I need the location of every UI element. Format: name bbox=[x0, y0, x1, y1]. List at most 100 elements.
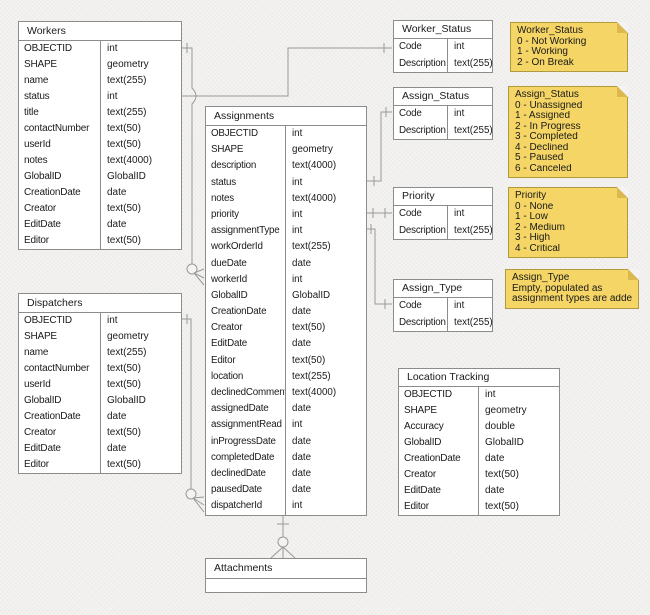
note-title: Worker_Status bbox=[517, 26, 583, 36]
table-attachments[interactable]: Attachments bbox=[205, 558, 367, 593]
connector-assignments-status-to-assign-status[interactable] bbox=[367, 107, 392, 186]
field-name: GlobalID bbox=[19, 169, 101, 185]
field-name: Code bbox=[394, 106, 448, 123]
field-type: date bbox=[485, 485, 505, 496]
field-name: Description bbox=[394, 314, 448, 331]
connector-workers-status-to-worker-status[interactable] bbox=[182, 43, 392, 97]
table-fields bbox=[206, 579, 366, 592]
crow-foot bbox=[270, 546, 296, 559]
table-title: Worker_Status bbox=[394, 21, 492, 39]
field-type: date bbox=[292, 467, 312, 479]
field-name: GlobalID bbox=[19, 393, 101, 409]
field-name: SHAPE bbox=[19, 57, 101, 73]
field-name: GlobalID bbox=[206, 287, 286, 305]
field-type: text(4000) bbox=[292, 192, 337, 204]
note-line: 6 - Canceled bbox=[515, 163, 572, 174]
field-name: Description bbox=[394, 222, 448, 239]
field-type: text(255) bbox=[454, 224, 492, 236]
note-line: 4 - Declined bbox=[515, 142, 569, 153]
field-type: date bbox=[107, 411, 127, 422]
field-name: assignmentRead bbox=[206, 417, 286, 434]
field-type: date bbox=[292, 435, 312, 447]
field-name: CreationDate bbox=[19, 185, 101, 201]
field-type: int bbox=[454, 208, 465, 219]
connector-assignments-assignmenttype-to-assign-type[interactable] bbox=[367, 224, 392, 309]
connector-dispatchers-to-assignments-dispatcherid[interactable] bbox=[182, 314, 205, 513]
note-line: 0 - Unassigned bbox=[515, 100, 583, 111]
field-row: Description text(255) bbox=[394, 222, 492, 239]
field-type: text(255) bbox=[107, 107, 147, 118]
field-name: EditDate bbox=[19, 441, 101, 457]
field-name: notes bbox=[19, 153, 101, 169]
field-type: int bbox=[292, 128, 303, 139]
field-type: date bbox=[292, 451, 312, 463]
note-title: Assign_Type bbox=[512, 273, 570, 283]
connector-assignments-to-attachments[interactable] bbox=[270, 513, 296, 559]
field-type: text(255) bbox=[454, 316, 492, 328]
connector-assignments-priority-to-priority[interactable] bbox=[367, 208, 392, 218]
one-ticks bbox=[373, 107, 387, 186]
field-name: CreationDate bbox=[399, 451, 479, 467]
field-name: Creator bbox=[19, 425, 101, 441]
field-type: int bbox=[454, 41, 465, 52]
note-line: 0 - Not Working bbox=[517, 36, 587, 47]
field-name: contactNumber bbox=[19, 121, 101, 137]
field-name: CreationDate bbox=[206, 304, 286, 321]
field-name: dispatcherId bbox=[206, 498, 286, 515]
note-line: 0 - None bbox=[515, 201, 554, 212]
field-name: priority bbox=[206, 206, 286, 224]
field-type: geometry bbox=[292, 144, 333, 156]
field-type: text(255) bbox=[292, 370, 331, 382]
field-type: text(50) bbox=[292, 322, 326, 334]
field-name: Editor bbox=[19, 457, 101, 473]
field-name: pausedDate bbox=[206, 482, 286, 499]
field-row: OBJECTID int bbox=[206, 126, 366, 143]
field-name: assignmentType bbox=[206, 223, 286, 240]
field-name: completedDate bbox=[206, 449, 286, 466]
field-type: date bbox=[107, 443, 127, 454]
table-title: Assign_Type bbox=[394, 280, 492, 298]
field-name: Description bbox=[394, 55, 448, 72]
field-name: Creator bbox=[206, 320, 286, 337]
note-title: Priority bbox=[515, 191, 547, 201]
field-row: GlobalID GlobalID bbox=[206, 287, 366, 305]
field-type: GlobalID bbox=[292, 289, 331, 301]
field-row: EditDate date bbox=[19, 441, 181, 457]
connector-workers-to-assignments-workerid[interactable] bbox=[182, 43, 205, 286]
field-name: OBJECTID bbox=[206, 126, 286, 143]
note-line: 5 - Paused bbox=[515, 153, 564, 163]
